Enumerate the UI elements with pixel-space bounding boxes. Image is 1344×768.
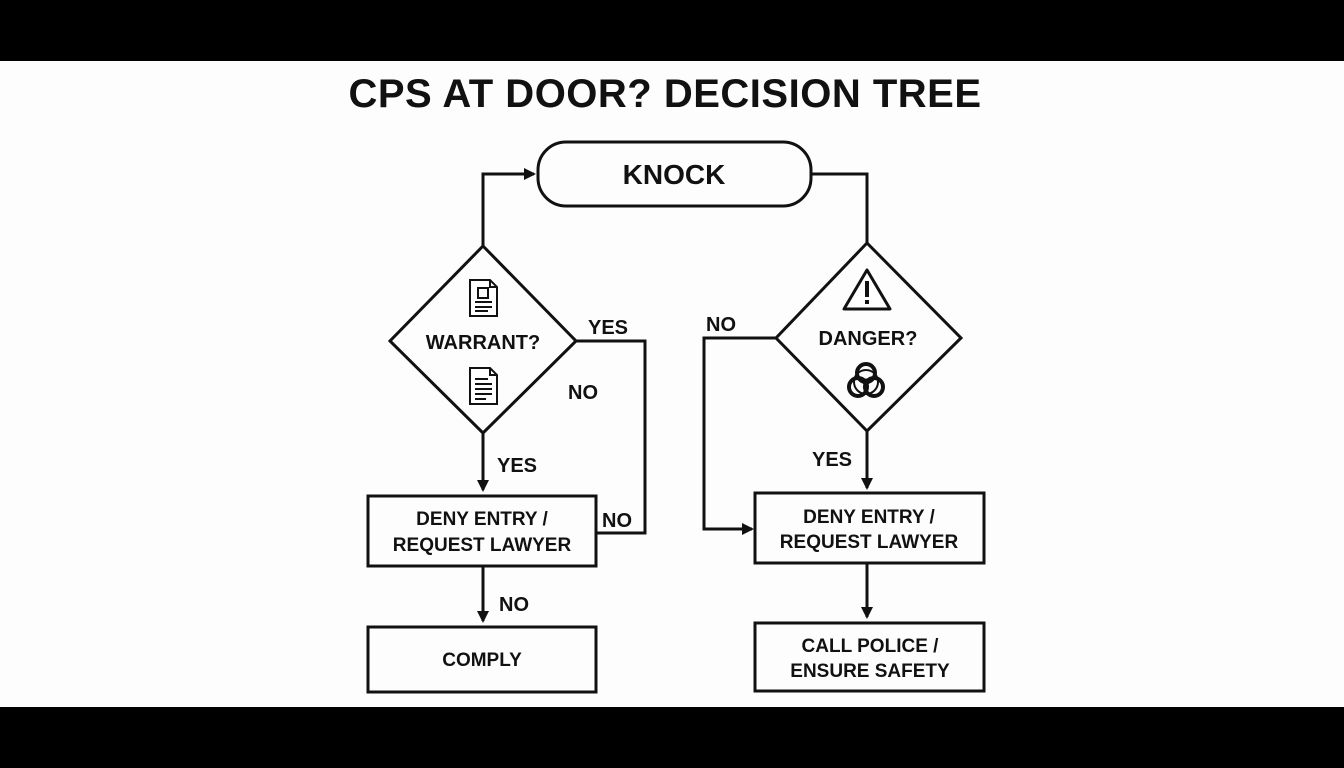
deny-entry-box-left: DENY ENTRY / REQUEST LAWYER bbox=[366, 494, 598, 568]
deny-right-line-2: REQUEST LAWYER bbox=[780, 532, 959, 553]
edge-label-warrant-yes: YES bbox=[588, 317, 628, 339]
edge-warrant-right-loop bbox=[576, 339, 647, 535]
start-node-label: KNOCK bbox=[623, 159, 726, 190]
deny-left-line-1: DENY ENTRY / bbox=[416, 509, 548, 530]
edge-danger-left bbox=[702, 336, 776, 535]
call-police-box: CALL POLICE / ENSURE SAFETY bbox=[753, 621, 986, 693]
biohazard-icon bbox=[847, 362, 885, 398]
police-line-1: CALL POLICE / bbox=[802, 636, 940, 657]
danger-decision-label: DANGER? bbox=[819, 328, 918, 350]
police-line-2: ENSURE SAFETY bbox=[790, 661, 950, 682]
danger-decision: DANGER? bbox=[773, 240, 964, 434]
warrant-decision-label: WARRANT? bbox=[426, 332, 540, 354]
document-icon bbox=[469, 279, 498, 317]
edge-label-warrant-no: NO bbox=[568, 382, 598, 404]
edge-warrant-to-knock bbox=[481, 168, 536, 246]
edge-knock-to-danger bbox=[812, 172, 869, 243]
letterbox-bottom bbox=[0, 707, 1344, 768]
warning-triangle-icon bbox=[842, 268, 892, 311]
document-icon bbox=[469, 367, 498, 405]
edge-label-danger-yes: YES bbox=[812, 449, 852, 471]
start-node: KNOCK bbox=[536, 140, 813, 208]
comply-box: COMPLY bbox=[366, 625, 598, 694]
page-title: CPS AT DOOR? DECISION TREE bbox=[348, 72, 982, 116]
warrant-decision: WARRANT? bbox=[387, 243, 579, 436]
edge-label-warrant-down-yes: YES bbox=[497, 455, 537, 477]
letterbox-top bbox=[0, 0, 1344, 61]
comply-label: COMPLY bbox=[442, 650, 522, 671]
edge-label-deny-down-no: NO bbox=[499, 594, 529, 616]
deny-left-line-2: REQUEST LAWYER bbox=[393, 535, 572, 556]
edge-label-danger-no: NO bbox=[706, 314, 736, 336]
deny-right-line-1: DENY ENTRY / bbox=[803, 507, 935, 528]
edge-label-deny-return-no: NO bbox=[602, 510, 632, 532]
deny-entry-box-right: DENY ENTRY / REQUEST LAWYER bbox=[753, 491, 986, 565]
connectors bbox=[477, 168, 873, 623]
